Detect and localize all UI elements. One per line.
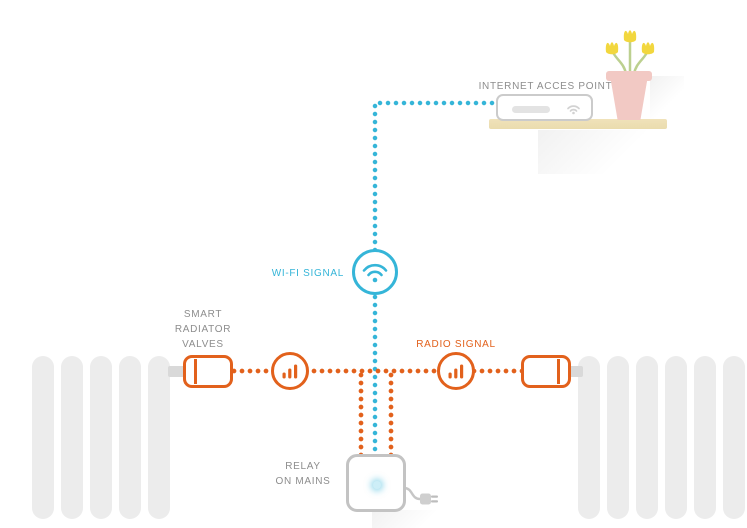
relay-device [346,454,406,512]
relay-on-mains-label: RELAY ON MAINS [275,461,331,487]
valve-connector-right [566,366,583,377]
router-device [496,94,593,121]
wifi-line-horizontal [377,100,499,106]
radio-signal-badge-left [271,352,309,390]
radio-signal-label: RADIO SIGNAL [416,339,496,350]
radio-line-vertical-right [388,372,394,456]
wall-shelf [489,119,667,129]
relay-led-icon [373,481,381,489]
flower-pot [610,80,648,120]
radiator-left [32,356,170,519]
radiator-valve-left [183,355,233,388]
flower-pot-rim [606,71,652,81]
radiator-bar [636,356,658,519]
relay-shadow [372,510,467,528]
shelf-shadow [538,130,683,174]
radiator-valve-right [521,355,571,388]
pot-shadow [650,76,684,122]
tulip-flowers-icon [605,30,655,74]
internet-access-point-label: INTERNET ACCES POINT [478,81,613,92]
wifi-line-vertical-bottom [372,294,378,456]
signal-bars-icon [448,364,464,379]
radio-line-horizontal [231,368,524,374]
radiator-bar [148,356,170,519]
wifi-icon [362,263,388,282]
router-slot [512,106,550,113]
valve-connector-left [168,366,185,377]
radio-signal-badge-right [437,352,475,390]
radiator-bar [61,356,83,519]
radiator-bar [723,356,745,519]
radiator-bar [32,356,54,519]
radio-line-vertical-left [358,372,364,456]
radiator-bar [578,356,600,519]
wifi-badge [352,249,398,295]
radiator-bar [607,356,629,519]
signal-bars-icon [282,364,298,379]
wifi-signal-label: WI-FI SIGNAL [271,268,344,279]
router-wifi-icon [567,105,580,115]
radiator-right [578,356,745,519]
smart-radiator-valves-label: SMART RADIATOR VALVES [174,309,232,350]
radiator-bar [665,356,687,519]
power-plug-icon [403,486,438,505]
radiator-bar [90,356,112,519]
radiator-bar [694,356,716,519]
wifi-line-vertical-top [372,103,378,251]
radiator-bar [119,356,141,519]
